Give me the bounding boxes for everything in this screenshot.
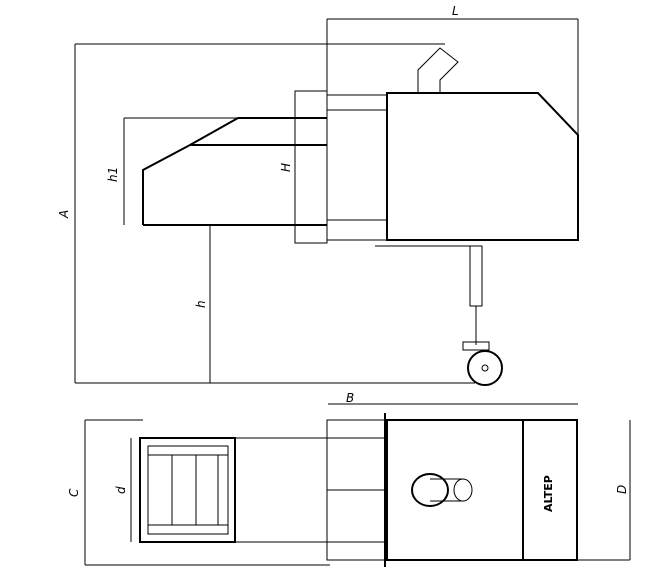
hopper-grid (147, 445, 229, 535)
label-h: h (194, 300, 208, 308)
label-L: L (452, 4, 459, 18)
label-d: d (114, 486, 128, 494)
side-view: L A h1 H h (57, 4, 579, 386)
flue-outlet (411, 473, 449, 507)
chimney-outlet (417, 47, 459, 94)
boiler-top (386, 419, 578, 561)
label-h1: h1 (106, 167, 120, 182)
hopper-outline (142, 117, 327, 225)
flue-pipe (453, 478, 473, 502)
feeder-duct (326, 94, 388, 241)
brand-label: ALTEP (542, 475, 555, 512)
wheel-hub (481, 364, 489, 372)
wheel (467, 350, 503, 386)
label-H: H (279, 163, 293, 172)
hopper-top (139, 437, 236, 543)
flange (294, 90, 328, 244)
wheel-bracket (462, 341, 490, 351)
label-A: A (57, 210, 71, 219)
top-view: ALTEP B C d D (67, 391, 631, 567)
label-D: D (615, 485, 629, 494)
support-leg (469, 245, 483, 307)
boiler-body (386, 92, 579, 241)
label-B: B (346, 391, 354, 405)
label-C: C (67, 488, 81, 497)
